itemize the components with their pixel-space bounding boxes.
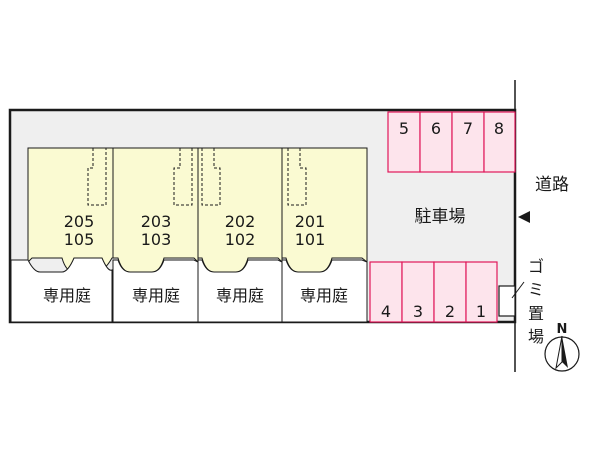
unit-stairs-outline xyxy=(173,148,193,206)
unit-building xyxy=(197,147,283,273)
entrance-arrow-icon xyxy=(518,211,530,223)
garden-label: 専用庭 xyxy=(132,286,180,305)
garbage-station xyxy=(498,285,516,317)
parking-number: 8 xyxy=(494,119,504,138)
garden-label: 専用庭 xyxy=(300,286,348,305)
parking-number: 5 xyxy=(399,119,409,138)
parking-row-bottom: 4 3 2 1 xyxy=(369,261,498,323)
garbage-leader-line xyxy=(511,281,525,299)
road-label: 道路 xyxy=(535,175,569,195)
parking-number: 1 xyxy=(476,302,486,321)
garbage-label: ゴ ミ 置 場 xyxy=(528,257,544,346)
parking-space xyxy=(401,261,435,323)
svg-text:場: 場 xyxy=(528,327,544,346)
unit-upper-number: 202 xyxy=(225,212,256,231)
unit-lower-number: 103 xyxy=(141,230,172,249)
unit-201-101: 201 101 専用庭 xyxy=(281,147,368,323)
unit-202-102: 202 102 専用庭 xyxy=(197,147,283,323)
parking-space xyxy=(483,111,516,173)
parking-number: 2 xyxy=(445,302,455,321)
parking-space xyxy=(465,261,498,323)
unit-205-105: 205 105 専用庭 xyxy=(10,147,114,323)
parking-space xyxy=(419,111,453,173)
unit-building xyxy=(27,147,114,273)
unit-upper-number: 205 xyxy=(64,212,95,231)
parking-number: 4 xyxy=(381,302,391,321)
unit-building xyxy=(281,147,368,273)
parking-row-top: 5 6 7 8 xyxy=(387,111,516,173)
svg-text:置: 置 xyxy=(528,304,544,323)
parking-label: 駐車場 xyxy=(415,207,466,227)
private-garden xyxy=(281,259,368,323)
north-label: N xyxy=(557,322,568,337)
parking-space xyxy=(433,261,467,323)
unit-building xyxy=(112,147,199,273)
unit-203-103: 203 103 専用庭 xyxy=(112,147,199,323)
parking-number: 3 xyxy=(413,302,423,321)
unit-upper-number: 201 xyxy=(295,212,326,231)
unit-lower-number: 105 xyxy=(64,230,95,249)
private-garden xyxy=(112,259,199,323)
private-garden xyxy=(197,259,283,323)
svg-text:ミ: ミ xyxy=(528,280,544,299)
svg-text:ゴ: ゴ xyxy=(528,257,544,276)
unit-lower-number: 102 xyxy=(225,230,256,249)
unit-stairs-outline xyxy=(287,148,307,206)
unit-stairs-outline xyxy=(201,148,221,206)
unit-stairs-outline xyxy=(87,148,107,206)
garden-label: 専用庭 xyxy=(43,286,91,305)
garden-label: 専用庭 xyxy=(216,286,264,305)
unit-upper-number: 203 xyxy=(141,212,172,231)
parking-number: 6 xyxy=(431,119,441,138)
parking-space xyxy=(387,111,421,173)
private-garden xyxy=(10,257,113,323)
unit-lower-number: 101 xyxy=(295,230,326,249)
north-compass-icon xyxy=(544,335,580,372)
parking-number: 7 xyxy=(463,119,473,138)
parking-space xyxy=(451,111,485,173)
